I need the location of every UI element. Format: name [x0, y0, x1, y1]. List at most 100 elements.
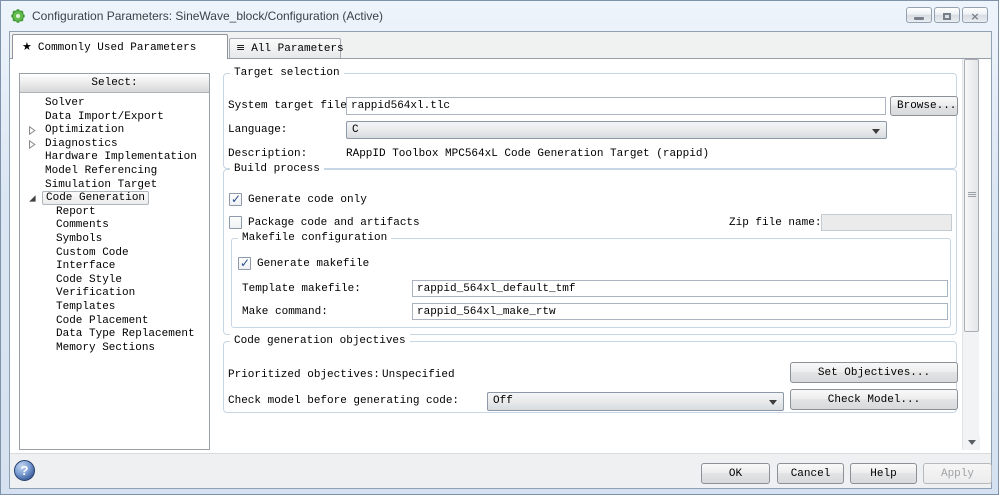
ok-button[interactable]: OK [701, 463, 770, 484]
group-legend: Build process [230, 162, 324, 177]
tree-item-label: Custom Code [56, 246, 129, 259]
chevron-down-icon [769, 400, 777, 409]
restore-button[interactable] [934, 7, 960, 23]
browse-button[interactable]: Browse... [890, 96, 958, 116]
tree-item-label: Optimization [45, 124, 125, 137]
tree-item-diagnostics[interactable]: Diagnostics [20, 138, 209, 152]
tree-item-label: Templates [56, 300, 116, 313]
close-button[interactable]: × [962, 7, 988, 23]
tree-item-report[interactable]: Report [20, 206, 209, 220]
tree-item-data-import-export[interactable]: Data Import/Export [20, 111, 209, 125]
language-value: C [352, 124, 359, 136]
code-generation-objectives-group: Code generation objectives Prioritized o… [223, 334, 958, 413]
vertical-scrollbar[interactable] [962, 59, 980, 450]
tree-item-label: Model Referencing [45, 164, 158, 177]
tab-label: All Parameters [251, 43, 344, 55]
tree-item-memory-sections[interactable]: Memory Sections [20, 342, 209, 356]
tree-body: Solver Data Import/Export Optimization D… [20, 93, 209, 355]
selection-tree-panel: Select: Solver Data Import/Export Optimi… [19, 73, 210, 450]
system-target-file-label: System target file: [228, 100, 354, 112]
description-label: Description: [228, 148, 308, 160]
tree-item-label: Report [56, 205, 96, 218]
tree-item-label: Data Type Replacement [56, 328, 195, 341]
tree-item-solver[interactable]: Solver [20, 97, 209, 111]
check-model-value: Off [493, 395, 513, 407]
help-button[interactable]: Help [850, 463, 917, 484]
tree-item-templates[interactable]: Templates [20, 301, 209, 315]
tree-item-optimization[interactable]: Optimization [20, 124, 209, 138]
template-makefile-input[interactable] [412, 280, 948, 297]
language-select[interactable]: C [346, 121, 887, 139]
tree-item-simulation-target[interactable]: Simulation Target [20, 179, 209, 193]
generate-makefile-label: Generate makefile [257, 258, 370, 270]
scrollbar-grip-icon [968, 192, 976, 197]
tree-item-label: Simulation Target [45, 178, 158, 191]
language-label: Language: [228, 124, 288, 136]
set-objectives-button[interactable]: Set Objectives... [790, 362, 958, 383]
title-bar[interactable]: Configuration Parameters: SineWave_block… [1, 1, 998, 31]
simulink-config-gear-icon [11, 9, 25, 23]
minimize-icon [914, 17, 924, 20]
description-value: RAppID Toolbox MPC564xL Code Generation … [346, 148, 710, 160]
make-command-label: Make command: [242, 306, 328, 318]
scrollbar-thumb[interactable] [964, 59, 979, 332]
tree-item-interface[interactable]: Interface [20, 260, 209, 274]
package-code-checkbox[interactable] [229, 216, 242, 229]
apply-button[interactable]: Apply [923, 463, 992, 484]
tree-item-model-referencing[interactable]: Model Referencing [20, 165, 209, 179]
tree-item-label-selected: Code Generation [42, 191, 150, 206]
template-makefile-label: Template makefile: [242, 283, 361, 295]
group-legend: Code generation objectives [230, 334, 410, 349]
tree-item-code-style[interactable]: Code Style [20, 274, 209, 288]
package-code-label: Package code and artifacts [248, 217, 420, 229]
tab-label: Commonly Used Parameters [37, 42, 197, 54]
tree-item-comments[interactable]: Comments [20, 219, 209, 233]
scrollbar-down-button[interactable] [963, 435, 980, 450]
make-command-input[interactable] [412, 303, 948, 320]
makefile-configuration-group: Makefile configuration Generate makefile… [231, 231, 951, 328]
zip-file-name-label: Zip file name: [729, 217, 822, 229]
system-target-file-input[interactable] [346, 97, 886, 115]
arrow-down-icon [967, 440, 976, 449]
list-icon: ≡ [236, 41, 246, 54]
close-icon: × [970, 10, 980, 23]
group-legend: Target selection [230, 66, 344, 81]
tree-item-symbols[interactable]: Symbols [20, 233, 209, 247]
help-icon[interactable]: ? [14, 460, 35, 481]
tree-item-label: Symbols [56, 232, 103, 245]
tree-item-label: Comments [56, 219, 109, 232]
prioritized-objectives-value: Unspecified [382, 369, 455, 381]
tab-all-parameters[interactable]: ≡ All Parameters [229, 38, 344, 58]
tree-item-custom-code[interactable]: Custom Code [20, 247, 209, 261]
tree-item-label: Verification [56, 287, 136, 300]
restore-icon [943, 13, 951, 20]
tree-item-label: Solver [45, 97, 85, 109]
minimize-button[interactable] [906, 7, 932, 23]
tree-item-label: Code Placement [56, 314, 149, 327]
chevron-collapsed-icon[interactable] [28, 139, 36, 149]
check-model-select[interactable]: Off [487, 392, 784, 411]
tree-item-label: Diagnostics [45, 137, 118, 150]
build-process-group: Build process Generate code only Package… [223, 162, 957, 335]
tree-item-hardware-implementation[interactable]: Hardware Implementation [20, 151, 209, 165]
chevron-expanded-icon[interactable] [28, 194, 37, 203]
generate-makefile-checkbox[interactable] [238, 256, 251, 270]
group-legend: Makefile configuration [238, 231, 392, 246]
star-icon: ★ [22, 40, 32, 53]
chevron-collapsed-icon[interactable] [28, 126, 36, 136]
tree-item-data-type-replacement[interactable]: Data Type Replacement [20, 328, 209, 342]
check-model-label: Check model before generating code: [228, 395, 460, 407]
tree-item-label: Code Style [56, 273, 123, 286]
cancel-button[interactable]: Cancel [777, 463, 844, 484]
tab-commonly-used-parameters[interactable]: ★ Commonly Used Parameters [12, 34, 228, 59]
tree-item-code-placement[interactable]: Code Placement [20, 315, 209, 329]
tree-item-label: Hardware Implementation [45, 151, 197, 164]
generate-code-only-checkbox[interactable] [229, 192, 242, 206]
zip-file-name-input[interactable] [821, 214, 952, 231]
check-model-button[interactable]: Check Model... [790, 389, 958, 410]
window-title: Configuration Parameters: SineWave_block… [32, 9, 384, 23]
tree-item-verification[interactable]: Verification [20, 287, 209, 301]
tree-item-label: Memory Sections [56, 341, 156, 354]
tree-item-code-generation[interactable]: Code Generation [20, 191, 209, 206]
